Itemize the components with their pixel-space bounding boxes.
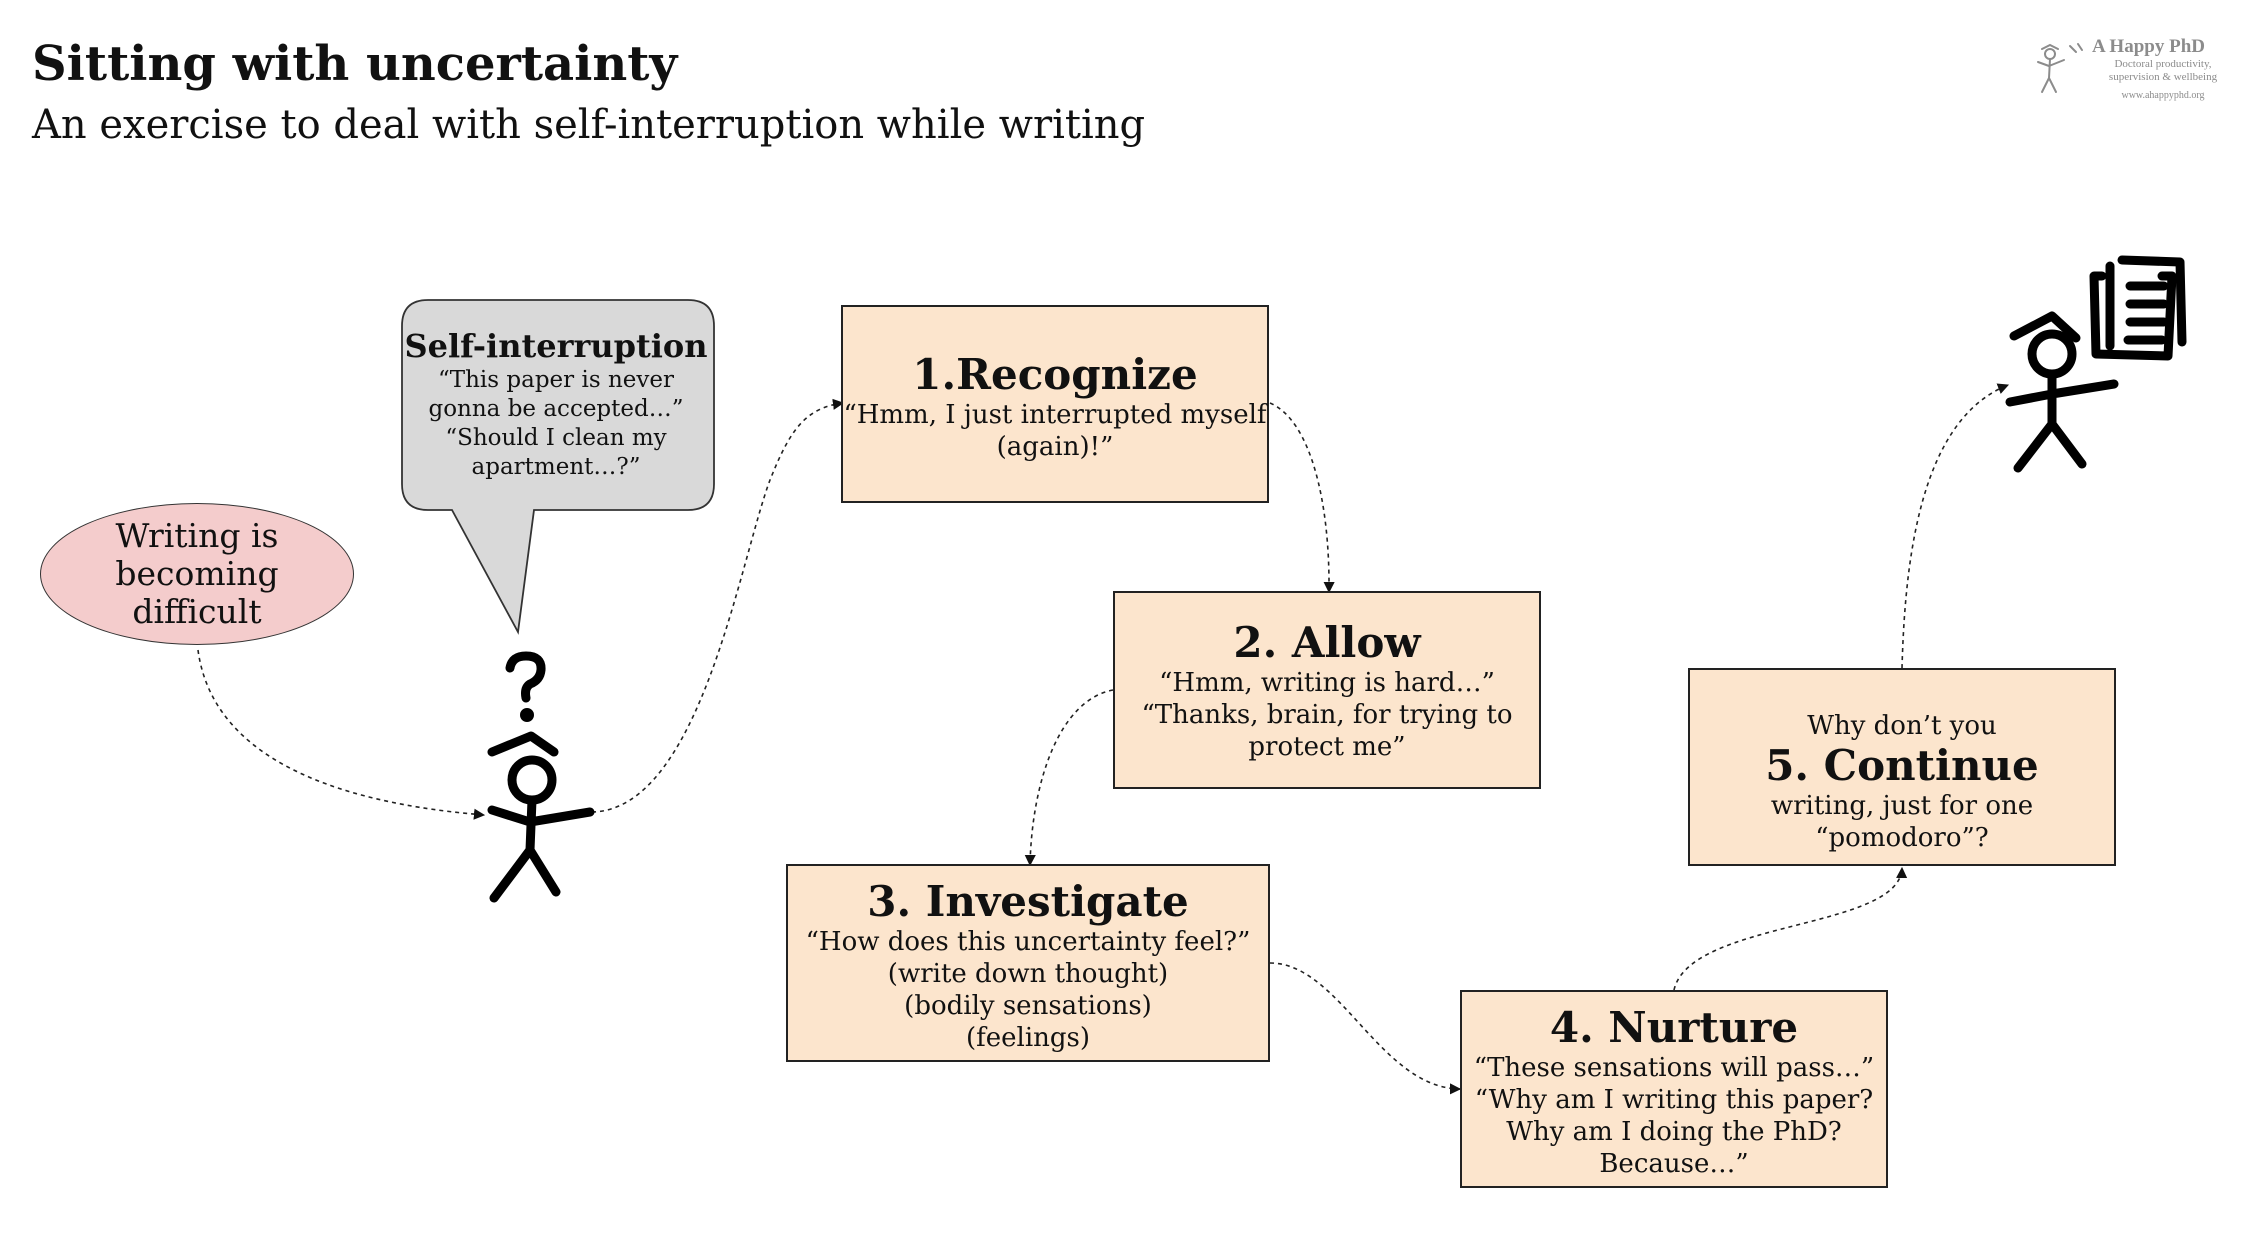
speech-bubble-heading: Self-interruption bbox=[404, 327, 708, 365]
start-node-text: Writing is becoming difficult bbox=[115, 516, 279, 631]
page-subtitle: An exercise to deal with self-interrupti… bbox=[32, 102, 1146, 148]
arrow-nurture-to-continue bbox=[1673, 866, 1908, 991]
step-line: (bodily sensations) bbox=[904, 991, 1152, 1021]
arrow-recognize-to-allow bbox=[1269, 402, 1335, 594]
step-line: (write down thought) bbox=[887, 959, 1169, 989]
logo-stick-figure-icon bbox=[2037, 43, 2083, 93]
logo-tagline: Doctoral productivity, supervision & wel… bbox=[2108, 58, 2218, 83]
step-line: (again)!” bbox=[996, 432, 1114, 462]
step-line: Why am I doing the PhD? bbox=[1506, 1117, 1842, 1147]
step-heading: 5. Continue bbox=[1765, 741, 2039, 790]
logo: A Happy PhD Doctoral productivity, super… bbox=[2032, 36, 2228, 106]
arrow-allow-to-investigate bbox=[1024, 689, 1114, 867]
step-heading: 4. Nurture bbox=[1549, 1003, 1799, 1052]
step-heading: 2. Allow bbox=[1233, 618, 1421, 667]
logo-name: A Happy PhD bbox=[2092, 36, 2205, 57]
step-nurture-box: 4. Nurture “These sensations will pass…”… bbox=[1460, 990, 1888, 1188]
step-line: “These sensations will pass…” bbox=[1473, 1053, 1875, 1083]
speech-bubble-line: “This paper is never bbox=[438, 367, 674, 393]
speech-bubble-line: gonna be accepted…” bbox=[428, 396, 684, 422]
page-title: Sitting with uncertainty bbox=[32, 36, 678, 92]
question-mark-icon bbox=[505, 651, 546, 703]
step-line: “Hmm, writing is hard…” bbox=[1159, 668, 1495, 698]
step-heading: 3. Investigate bbox=[867, 877, 1189, 926]
arrow-continue-to-happy-figure bbox=[1901, 383, 2010, 669]
speech-bubble-line: “Should I clean my bbox=[445, 425, 667, 451]
step-line: “Hmm, I just interrupted myself bbox=[843, 400, 1267, 430]
speech-bubble-line: apartment…?” bbox=[471, 454, 641, 480]
step-line: protect me” bbox=[1248, 732, 1406, 762]
arrow-investigate-to-nurture bbox=[1269, 962, 1462, 1095]
step-recognize-box: 1.Recognize “Hmm, I just interrupted mys… bbox=[841, 305, 1269, 503]
step-line: “How does this uncertainty feel?” bbox=[805, 927, 1251, 957]
speech-bubble: Self-interruption “This paper is never g… bbox=[398, 300, 714, 510]
step-investigate-box: 3. Investigate “How does this uncertaint… bbox=[786, 864, 1270, 1062]
start-node-ellipse: Writing is becoming difficult bbox=[40, 503, 354, 645]
logo-url: www.ahappyphd.org bbox=[2121, 90, 2205, 101]
step-line: writing, just for one “pomodoro”? bbox=[1770, 791, 2034, 853]
confused-stick-figure-icon bbox=[487, 651, 595, 903]
step-heading: 1.Recognize bbox=[912, 350, 1198, 399]
step-line: Because…” bbox=[1599, 1149, 1749, 1179]
arrow-start-to-figure bbox=[197, 649, 486, 820]
speech-bubble-shape bbox=[401, 299, 715, 635]
step-line: “Why am I writing this paper? bbox=[1474, 1085, 1874, 1115]
step-line: (feelings) bbox=[965, 1023, 1091, 1053]
step-continue-box: Why don’t you 5. Continue writing, just … bbox=[1688, 668, 2116, 866]
step-prefix: Why don’t you bbox=[1807, 711, 1997, 741]
step-line: “Thanks, brain, for trying to bbox=[1141, 700, 1513, 730]
step-allow-box: 2. Allow “Hmm, writing is hard…” “Thanks… bbox=[1113, 591, 1541, 789]
happy-stick-figure-with-papers-icon bbox=[2005, 255, 2187, 473]
